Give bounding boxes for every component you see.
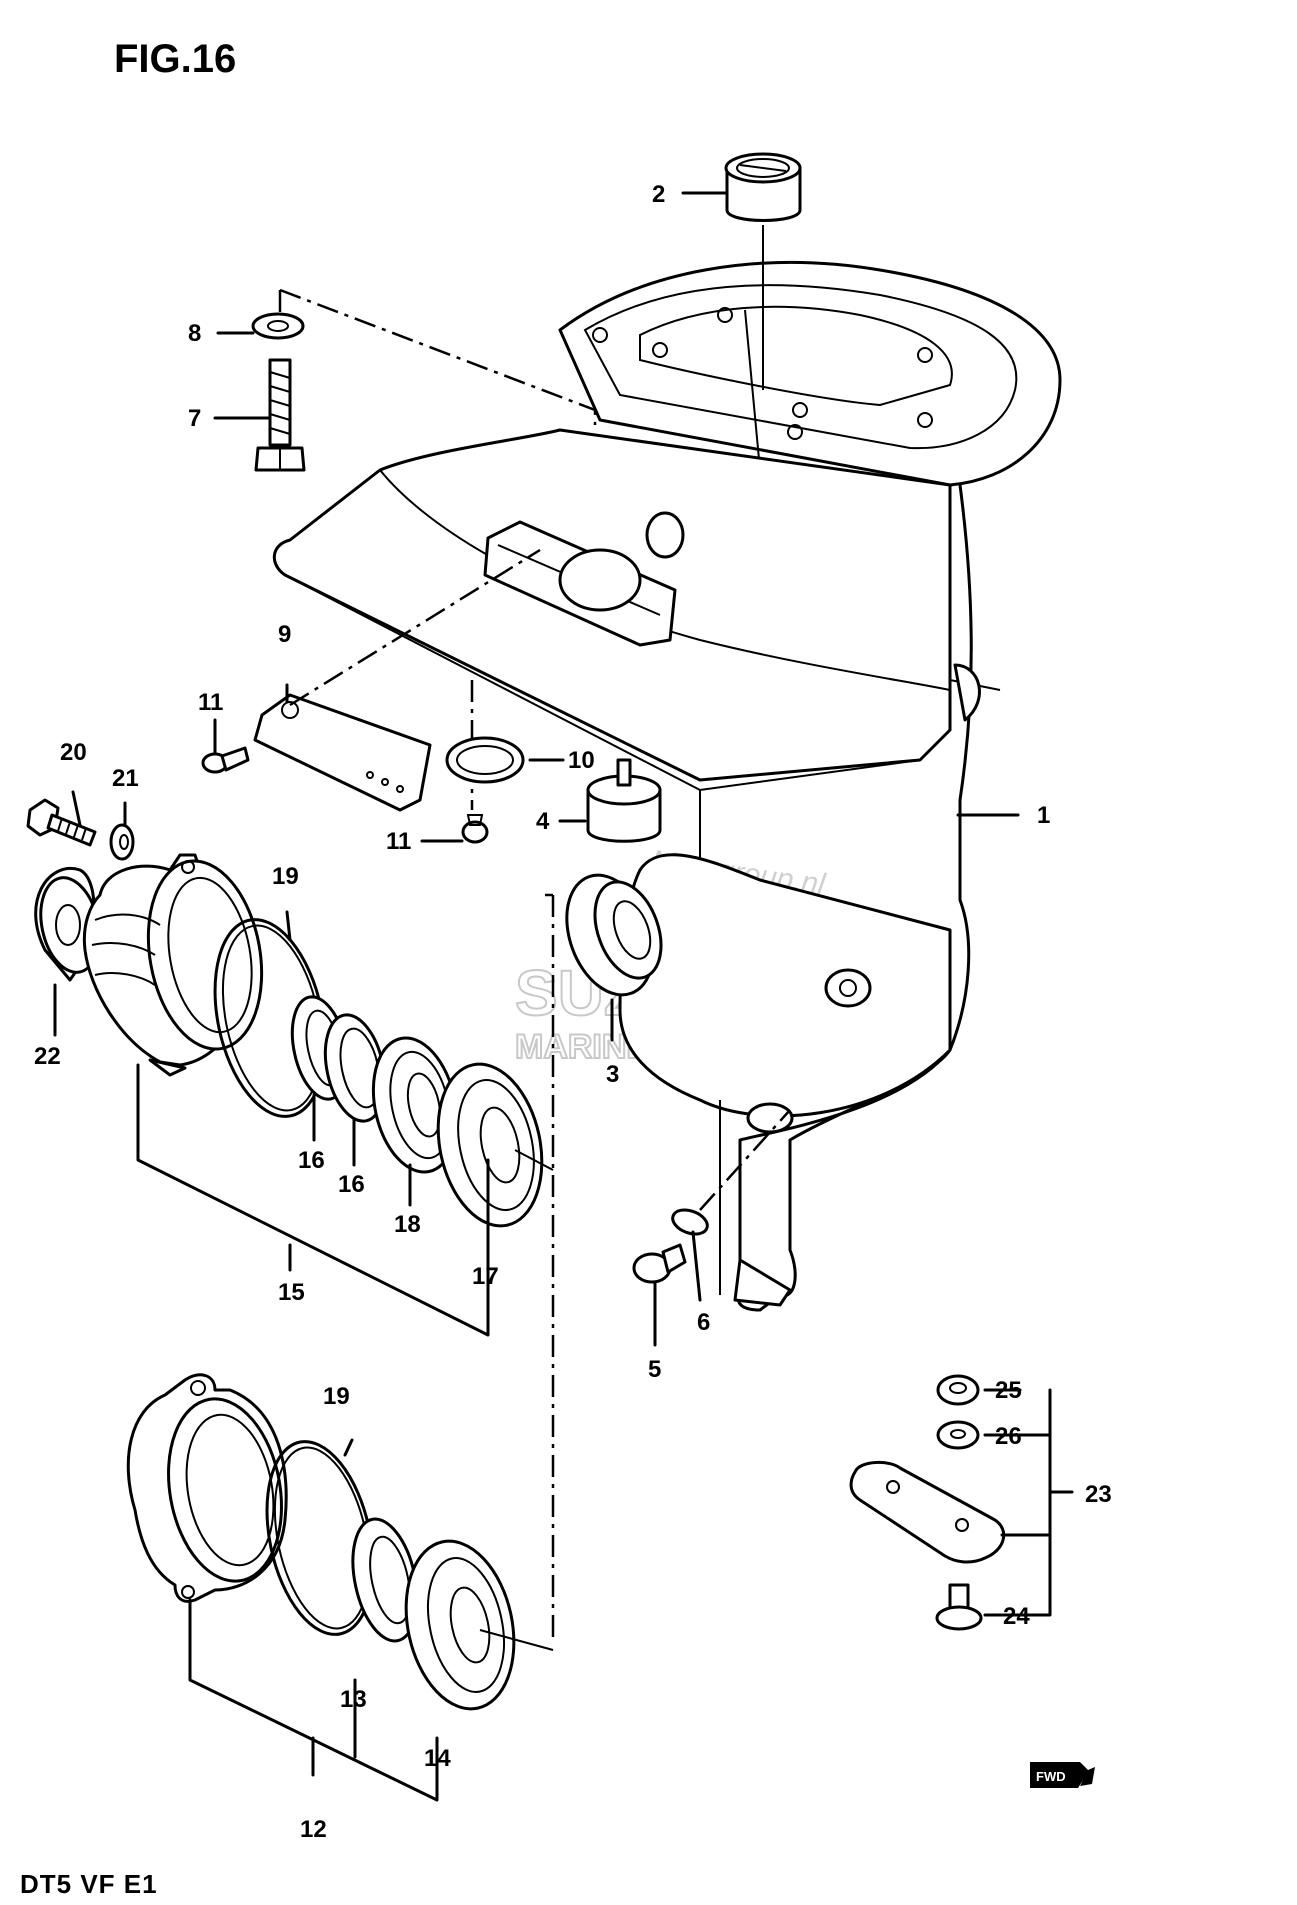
callout-16-b: 16 — [338, 1171, 365, 1198]
callout-4: 4 — [536, 808, 550, 835]
leader-lines — [53, 191, 1022, 1617]
bearing-part-17 — [436, 1062, 544, 1228]
callout-25: 25 — [995, 1377, 1022, 1404]
bushing-part-2 — [724, 152, 802, 390]
callout-12: 12 — [300, 1816, 327, 1843]
callout-17: 17 — [472, 1263, 499, 1290]
screw-part-24 — [935, 1583, 983, 1631]
callout-23: 23 — [1085, 1481, 1112, 1508]
bolt-part-20 — [26, 798, 97, 847]
bearing-part-3 — [565, 873, 663, 997]
fwd-arrow-icon: FWD — [1030, 1762, 1095, 1788]
plate-part-23 — [849, 1461, 1006, 1564]
callout-6: 6 — [697, 1309, 710, 1336]
callout-9: 9 — [278, 621, 291, 648]
screw-part-11-lower — [461, 814, 489, 844]
washer-part-21 — [109, 823, 135, 861]
drain-screw-part-5 — [632, 1243, 687, 1284]
model-code: DT5 VF E1 — [20, 1869, 158, 1899]
fwd-label: FWD — [1036, 1769, 1066, 1784]
callout-15: 15 — [278, 1279, 305, 1306]
anode-part-10 — [445, 736, 525, 784]
housing-part-12 — [126, 1373, 288, 1603]
figure-title: FIG.16 — [114, 37, 236, 81]
gear-case-housing — [272, 261, 1062, 1312]
rubber-mount-part-4 — [586, 758, 662, 843]
nut-part-25 — [936, 1374, 980, 1406]
gasket-part-6 — [671, 1208, 709, 1236]
washer-part-26 — [936, 1420, 980, 1450]
callout-21: 21 — [112, 765, 139, 792]
bearing-part-14 — [404, 1539, 516, 1711]
callout-26: 26 — [995, 1423, 1022, 1450]
callout-13: 13 — [340, 1686, 367, 1713]
callout-18: 18 — [394, 1211, 421, 1238]
housing-part-15 — [82, 853, 264, 1077]
cover-plate-part-9 — [253, 693, 432, 812]
callout-10: 10 — [568, 747, 595, 774]
callout-14: 14 — [424, 1745, 451, 1772]
screw-part-11-upper — [201, 746, 250, 774]
callout-11-lower: 11 — [386, 828, 411, 855]
callout-5: 5 — [648, 1356, 661, 1383]
callout-24: 24 — [1003, 1603, 1030, 1630]
oil-seal-part-13 — [351, 1517, 419, 1643]
bolt-part-7 — [251, 312, 306, 472]
callout-20: 20 — [60, 739, 87, 766]
callout-19-upper: 19 — [272, 863, 299, 890]
callout-1: 1 — [1037, 802, 1050, 829]
callout-7: 7 — [188, 405, 201, 432]
callout-3: 3 — [606, 1061, 619, 1088]
callout-11-upper: 11 — [198, 689, 223, 716]
callout-19-lower: 19 — [323, 1383, 350, 1410]
callout-16-a: 16 — [298, 1147, 325, 1174]
callout-2: 2 — [652, 181, 665, 208]
callout-8: 8 — [188, 320, 201, 347]
callout-22: 22 — [34, 1043, 61, 1070]
